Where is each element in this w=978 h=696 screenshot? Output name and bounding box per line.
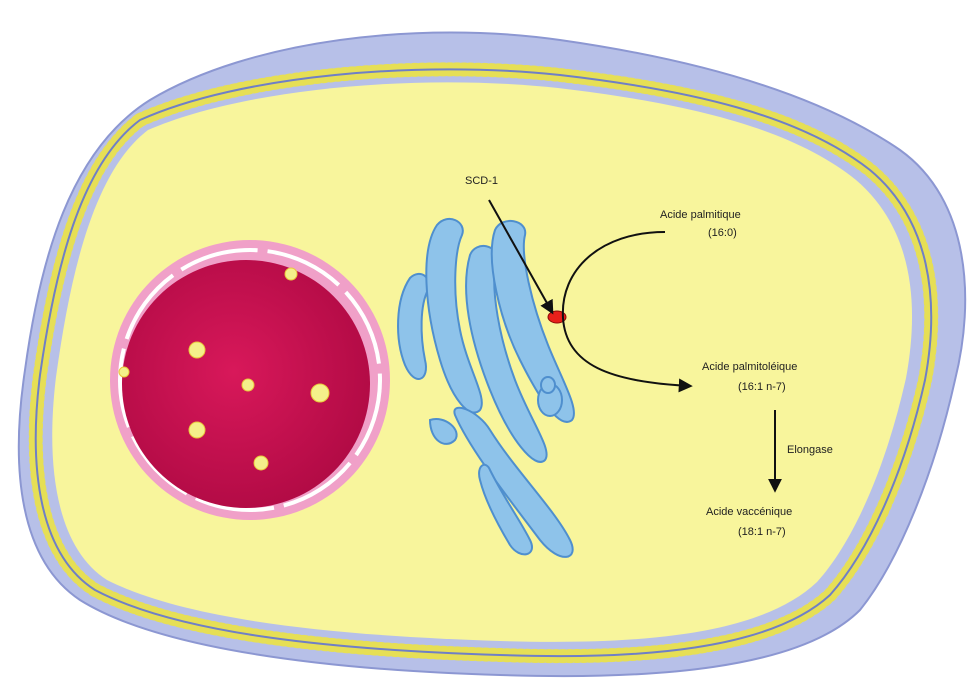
scd1-label: SCD-1 [465, 175, 498, 187]
product-formula-label: (16:1 n-7) [738, 381, 786, 393]
elongase-label: Elongase [787, 444, 833, 456]
final-formula-label: (18:1 n-7) [738, 526, 786, 538]
final-name-label: Acide vaccénique [706, 506, 792, 518]
substrate-formula-label: (16:0) [708, 227, 737, 239]
nucleus [110, 240, 390, 520]
product-name-label: Acide palmitoléique [702, 361, 797, 373]
substrate-name-label: Acide palmitique [660, 209, 741, 221]
